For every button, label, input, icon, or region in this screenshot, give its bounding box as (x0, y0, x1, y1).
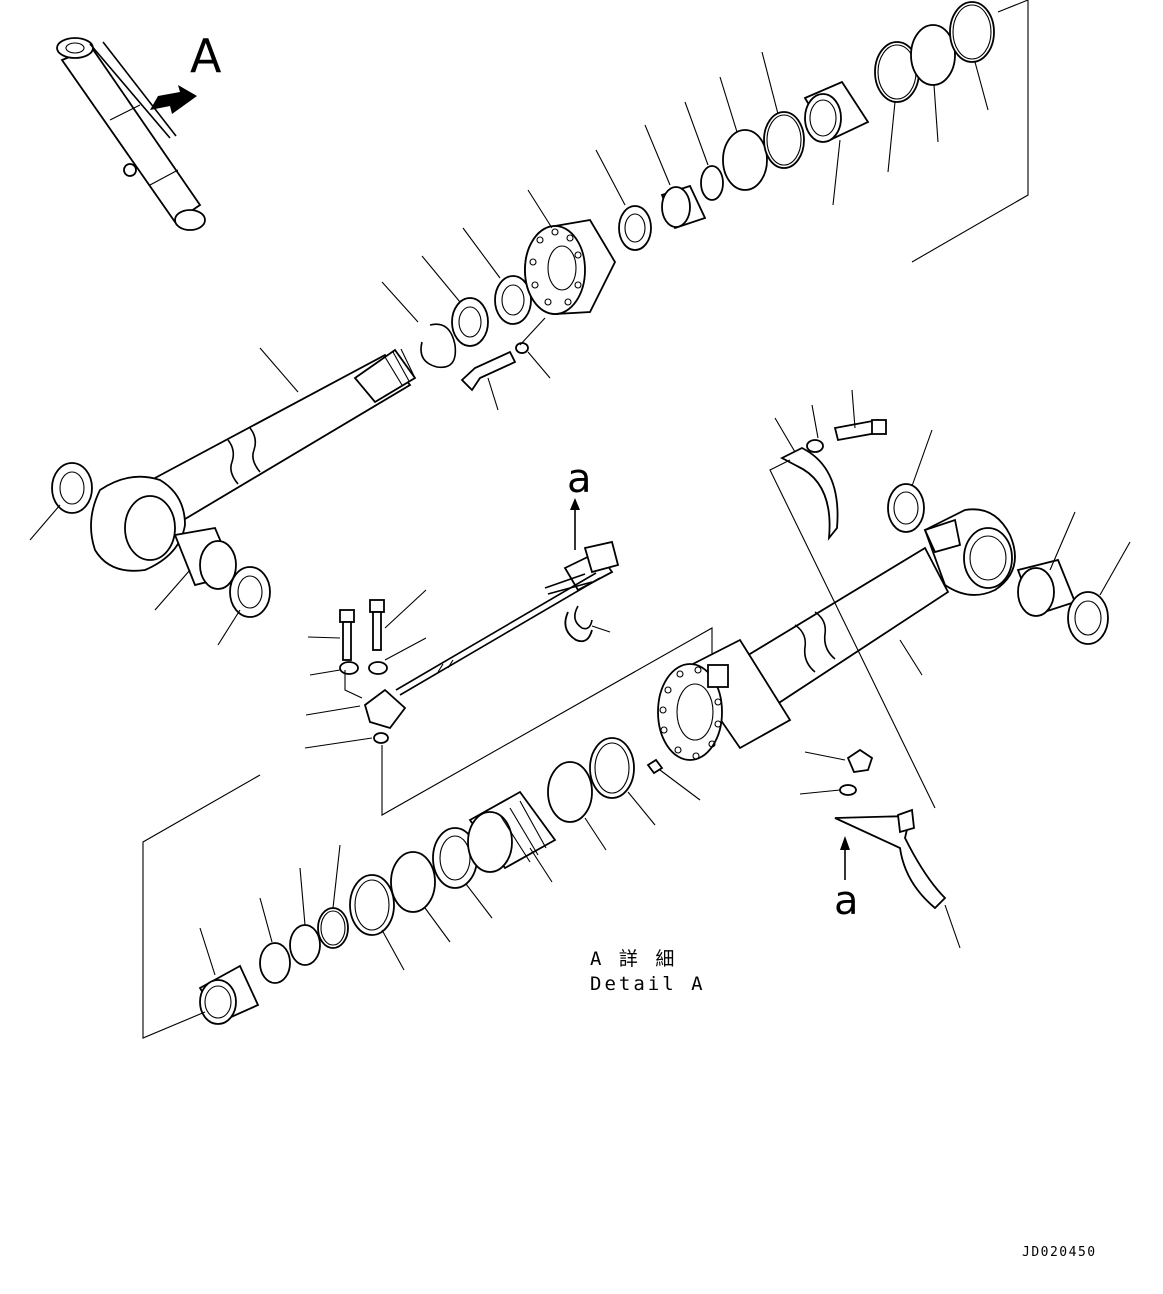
rod-eye-bushings (51, 462, 271, 618)
piston-rod (90, 348, 417, 572)
head-bolt-holes (529, 228, 582, 306)
bracket-frame-upper (911, 0, 1029, 263)
rod-head-parts (420, 1, 995, 392)
pipe-clamps: a (780, 418, 947, 924)
detail-ref-a-bottom: a (834, 878, 859, 924)
cylinder-tube (657, 508, 1016, 761)
detail-caption: A 詳 細 Detail A (590, 948, 706, 995)
leader-lines-piping (304, 589, 713, 816)
tube-eye-bushings (887, 483, 1109, 645)
detail-caption-japanese: A 詳 細 (590, 948, 677, 970)
piping-detail: a (339, 456, 620, 744)
view-arrow: A (150, 29, 222, 114)
drawing-code: JD020450 (1022, 1245, 1097, 1260)
view-label-a: A (190, 29, 222, 83)
overview-cylinder (56, 37, 206, 231)
leader-lines-lower (142, 774, 656, 1039)
piston-parts (198, 737, 664, 1025)
leader-lines-upper (29, 51, 989, 646)
detail-caption-english: Detail A (590, 973, 706, 995)
leader-lines-right (659, 389, 1131, 949)
detail-ref-a-top: a (567, 456, 592, 502)
